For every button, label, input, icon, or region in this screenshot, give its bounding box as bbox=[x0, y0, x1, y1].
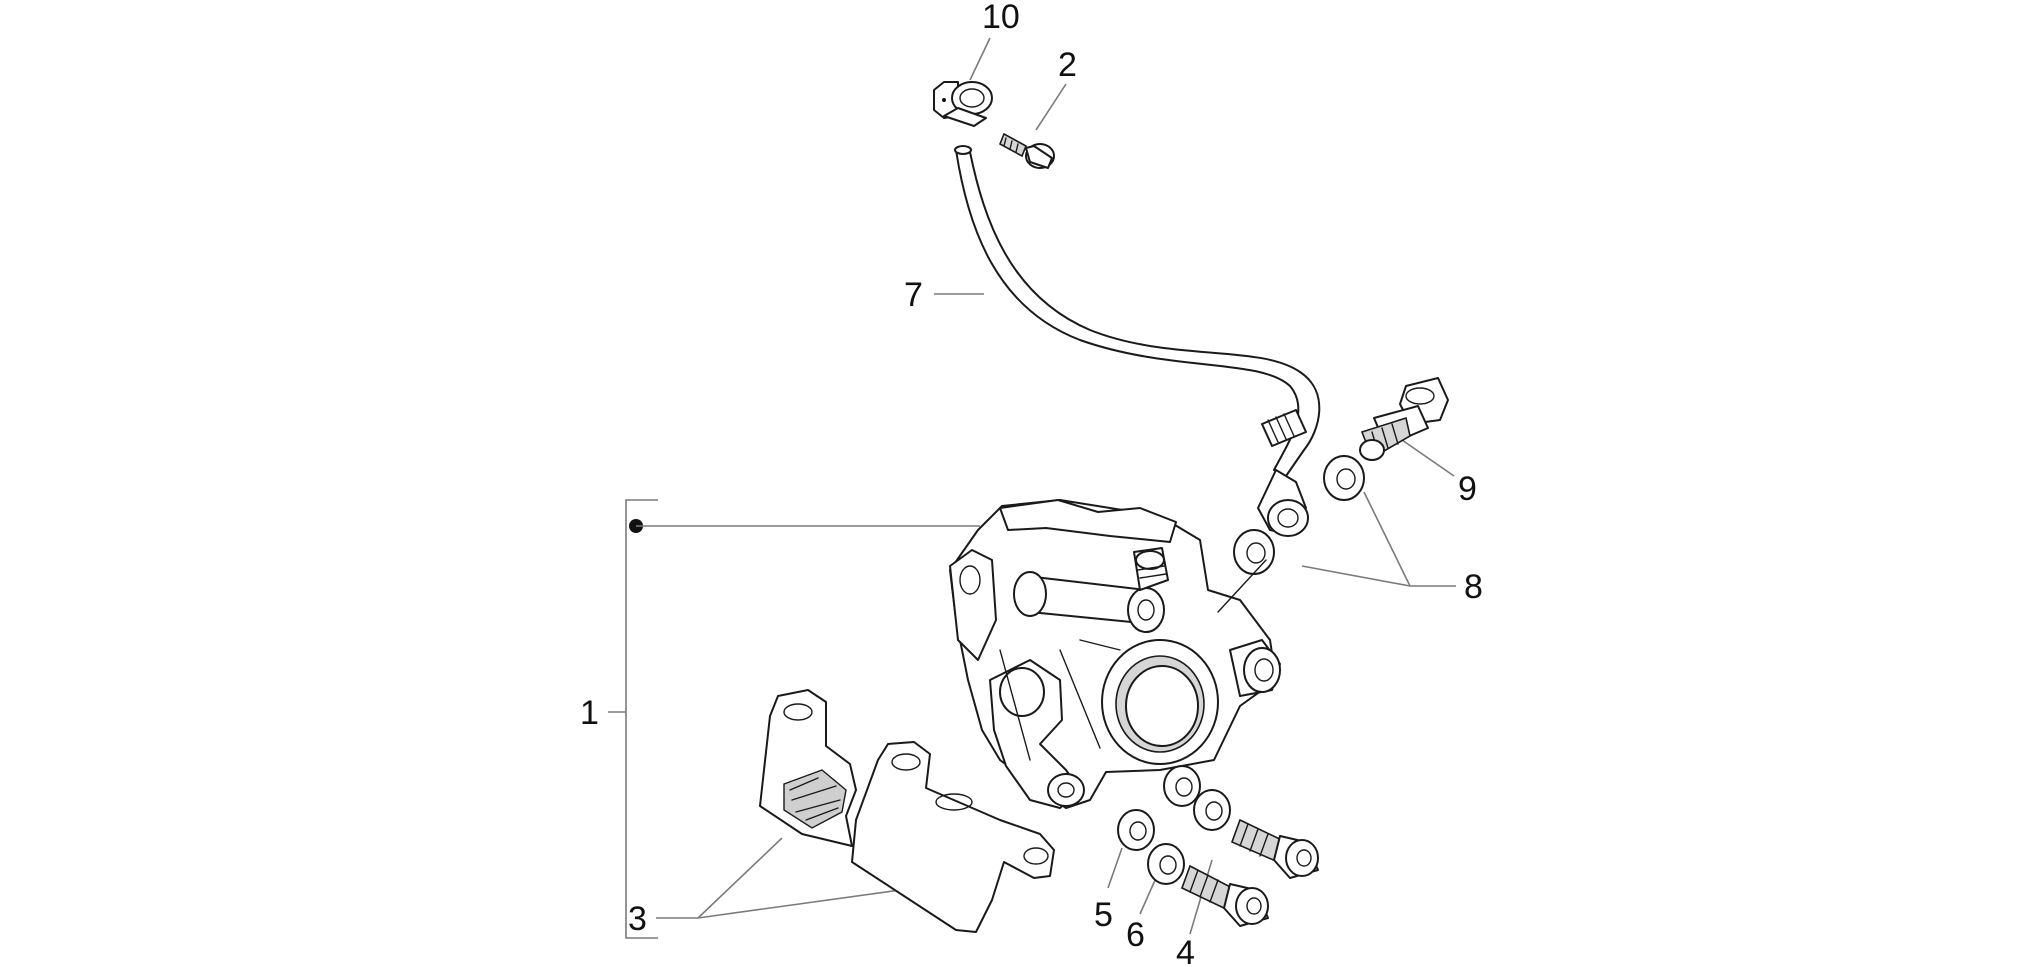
leader-6 bbox=[1139, 877, 1157, 915]
callout-9: 9 bbox=[1458, 470, 1477, 508]
washer-6-icon bbox=[1147, 843, 1185, 885]
callout-1: 1 bbox=[580, 694, 599, 732]
callout-6: 6 bbox=[1126, 916, 1145, 954]
brake-pad-rear-icon bbox=[759, 689, 857, 847]
callout-3: 3 bbox=[628, 900, 647, 938]
leader-10 bbox=[969, 37, 991, 81]
brake-hose-icon bbox=[954, 145, 1321, 537]
brake-pad-front-icon bbox=[851, 741, 1055, 933]
callout-2: 2 bbox=[1058, 46, 1077, 84]
callout-4: 4 bbox=[1176, 934, 1195, 967]
banjo-bolt-icon bbox=[1359, 377, 1449, 461]
leader-3b bbox=[697, 837, 783, 919]
leader-9 bbox=[1401, 439, 1455, 477]
leader-1-bracket bbox=[625, 499, 658, 939]
callout-10: 10 bbox=[982, 0, 1020, 36]
callout-7: 7 bbox=[904, 276, 923, 314]
brake-caliper-body-icon bbox=[949, 499, 1281, 809]
washer-6b-icon bbox=[1193, 789, 1231, 831]
leader-8c bbox=[1301, 565, 1411, 587]
callout-5: 5 bbox=[1094, 896, 1113, 934]
callout-8: 8 bbox=[1464, 568, 1483, 606]
mounting-bolt-upper-icon bbox=[1230, 818, 1319, 879]
callout-labels: 10 2 7 9 8 1 3 5 6 4 bbox=[580, 0, 1483, 967]
washer-lower-icon bbox=[1233, 529, 1275, 575]
hose-clamp-icon bbox=[933, 81, 993, 127]
leader-lines bbox=[608, 37, 1456, 939]
leader-5 bbox=[1107, 847, 1123, 889]
screw-icon bbox=[998, 132, 1055, 169]
leader-2 bbox=[1035, 83, 1067, 131]
mounting-bolt-lower-icon bbox=[1181, 864, 1269, 927]
leader-8b bbox=[1363, 491, 1411, 587]
washer-5-icon bbox=[1117, 809, 1155, 851]
washer-upper-icon bbox=[1323, 455, 1365, 501]
leader-3c bbox=[697, 889, 901, 919]
washer-5b-icon bbox=[1163, 765, 1201, 807]
